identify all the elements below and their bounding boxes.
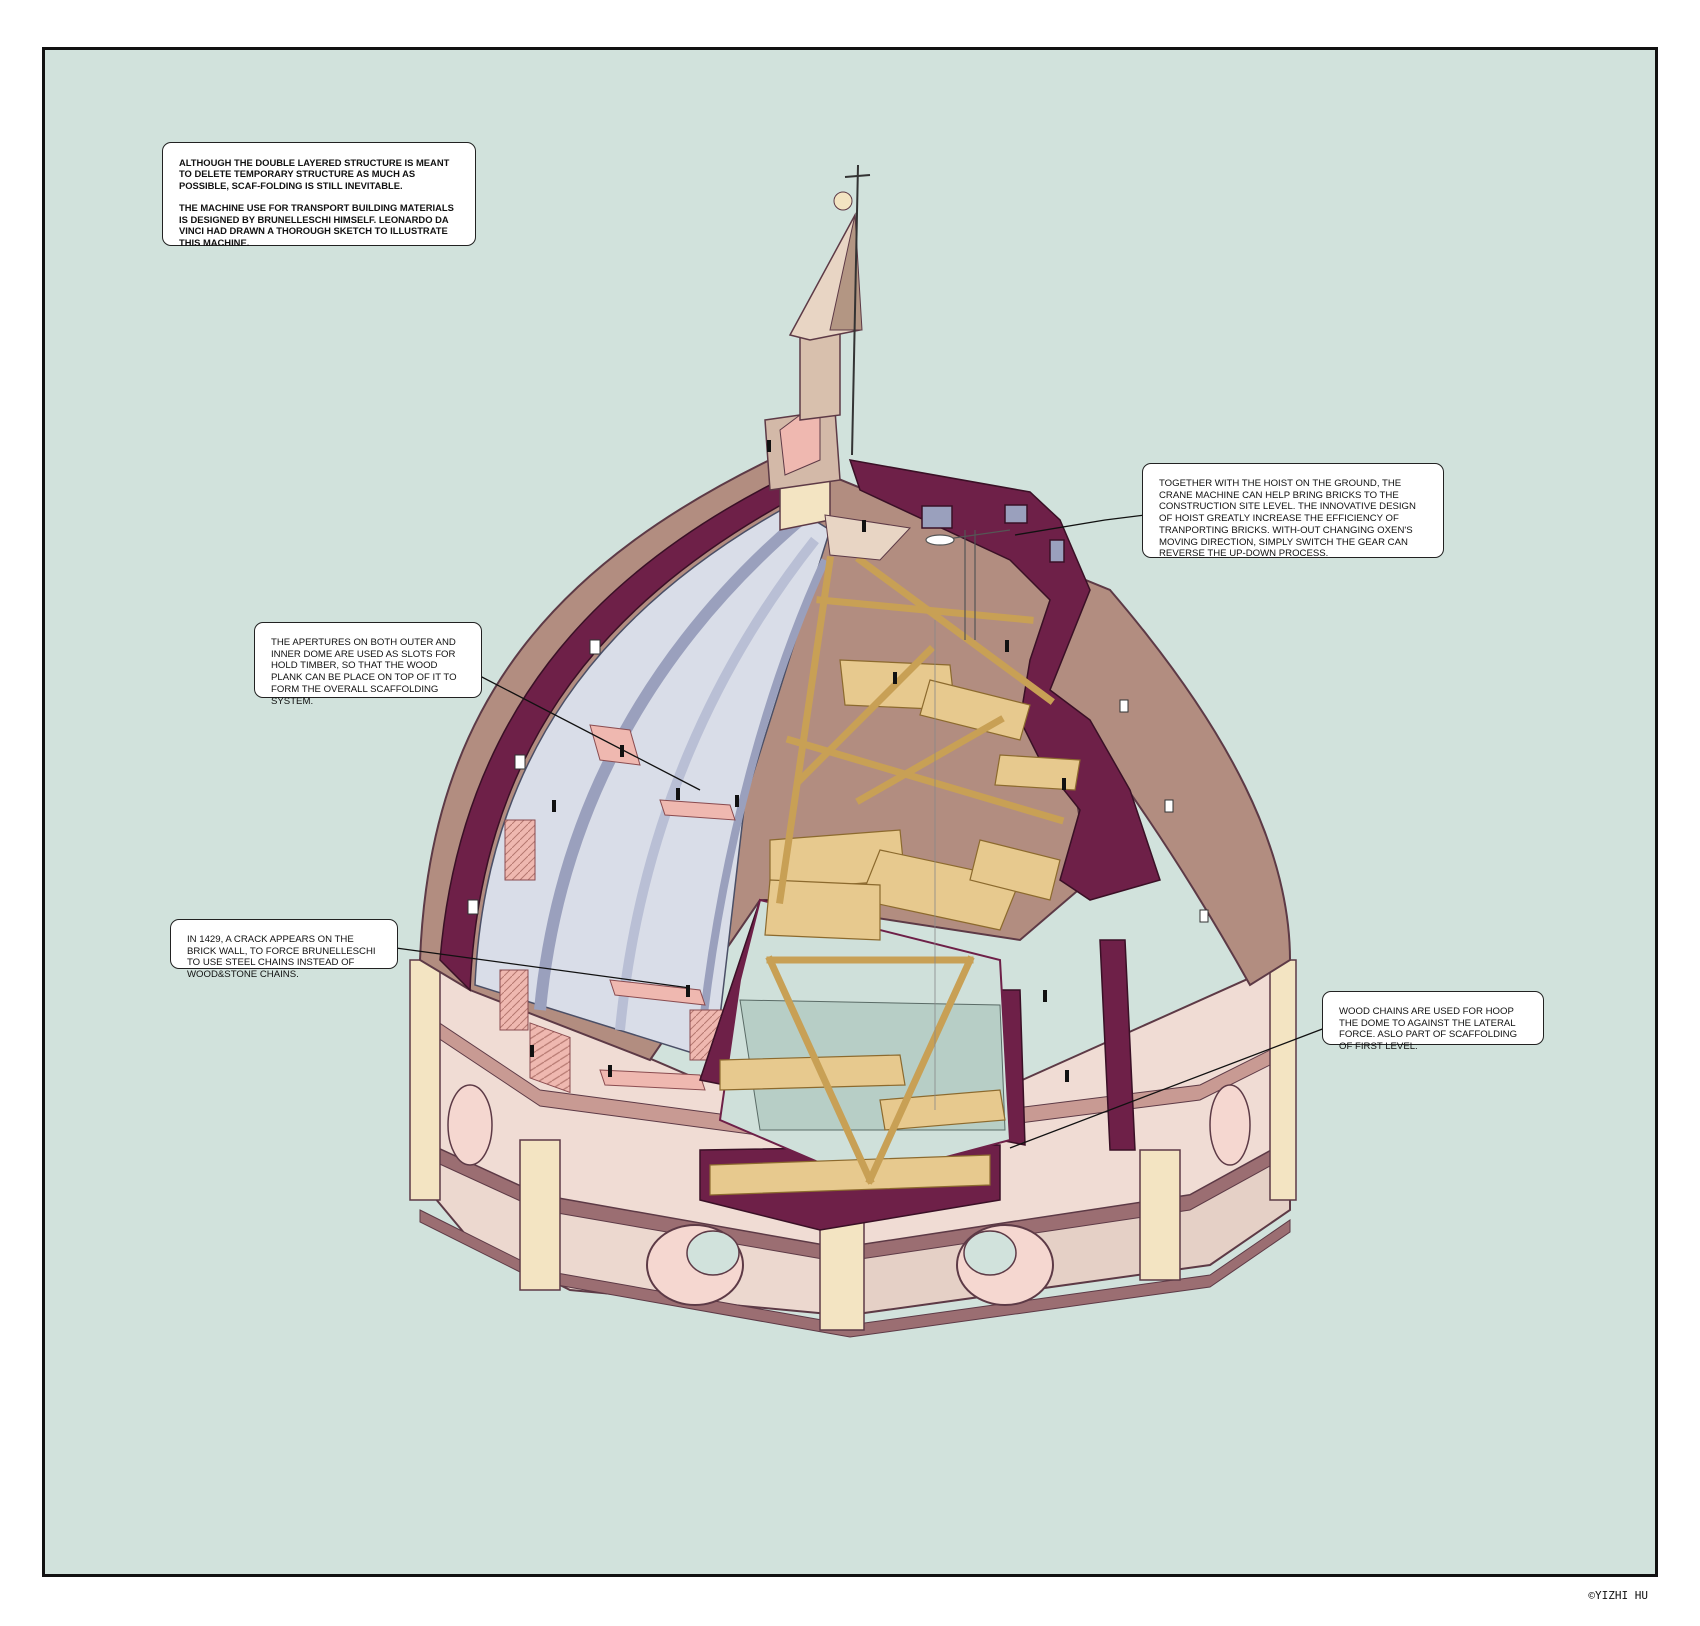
inner-void [718, 898, 1012, 1182]
callout-scaffolding-intro-p2: THE MACHINE USE FOR TRANSPORT BUILDING M… [179, 202, 454, 248]
timber-scaffolding [709, 555, 1081, 1196]
callout-crane-machine-text: TOGETHER WITH THE HOIST ON THE GROUND, T… [1159, 478, 1416, 560]
callout-scaffolding-intro-p1: ALTHOUGH THE DOUBLE LAYERED STRUCTURE IS… [179, 157, 450, 191]
drum-base [409, 958, 1297, 1338]
copyright-label: ©YIZHI HU [1588, 1589, 1648, 1602]
callout-crane-machine: TOGETHER WITH THE HOIST ON THE GROUND, T… [1142, 463, 1444, 560]
callout-leaders [395, 512, 1326, 1149]
callout-wood-chains-text: WOOD CHAINS ARE USED FOR HOOP THE DOME T… [1339, 1006, 1518, 1053]
inner-dome-shell [474, 504, 831, 1094]
lantern [764, 164, 912, 561]
callout-apertures-text: THE APERTURES ON BOTH OUTER AND INNER DO… [271, 637, 457, 707]
callout-wood-chains: WOOD CHAINS ARE USED FOR HOOP THE DOME T… [1322, 991, 1544, 1052]
worker-figures [530, 440, 1069, 1082]
crane-machine [925, 529, 1011, 1110]
callout-apertures: THE APERTURES ON BOTH OUTER AND INNER DO… [254, 622, 482, 707]
callout-crack-1429: IN 1429, A CRACK APPEARS ON THE BRICK WA… [170, 919, 398, 980]
callout-scaffolding-intro: ALTHOUGH THE DOUBLE LAYERED STRUCTURE IS… [162, 142, 476, 248]
callout-crack-1429-text: IN 1429, A CRACK APPEARS ON THE BRICK WA… [187, 934, 376, 981]
